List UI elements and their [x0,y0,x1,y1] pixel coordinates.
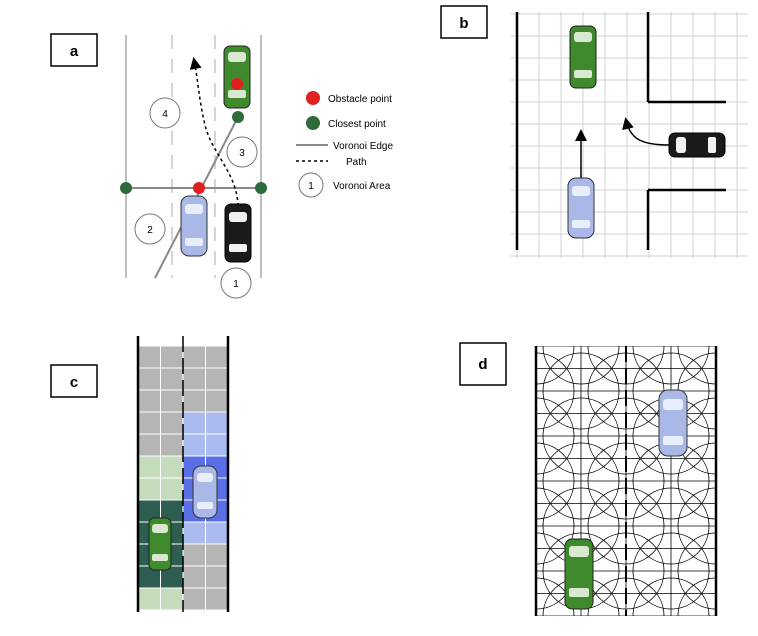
panel-d: d [459,342,718,616]
panel-c: c [50,336,230,612]
grid-cell [160,477,184,501]
panel-a-label-box [50,33,98,67]
panel-d-label: d [478,356,487,373]
grid-cell [205,389,229,413]
panel-d-label-box [459,342,507,386]
car-blue [658,389,688,457]
panel-a-label: a [70,43,79,60]
panel-b: b [440,5,748,258]
coverage-circle [632,532,710,610]
grid-cell [160,367,184,391]
obstacle-point [231,78,243,90]
legend-area-symbol-text: 1 [308,181,314,192]
grid-cell [205,367,229,391]
car-blue [192,465,218,519]
grid-cell [137,411,161,435]
voronoi-area-marker [226,136,258,168]
coverage-circle [536,442,575,520]
grid-cell [205,433,229,457]
area-number: 3 [239,148,245,159]
area-number: 1 [233,279,239,290]
grid-cell [137,389,161,413]
grid-cell [137,587,161,611]
legend-area-circle [298,172,324,198]
coverage-circle [632,346,710,385]
grid-cell [182,411,206,435]
area-number: 2 [147,225,153,236]
grid-cell [160,433,184,457]
car-black [224,203,252,263]
grid-cell [137,455,161,479]
grid-cell [205,543,229,567]
grid-cell [182,367,206,391]
grid-cell [160,345,184,369]
coverage-circle [542,442,620,520]
grid-cell [182,433,206,457]
grid-cell [160,389,184,413]
grid-cell [182,345,206,369]
coverage-circle [542,352,620,430]
legend-label: Voronoi Area [333,181,391,192]
arrow-turn [622,117,670,146]
grid-cell [160,455,184,479]
panel-c-label: c [70,374,78,391]
voronoi-area-marker [149,97,181,129]
car-black [668,132,726,158]
legend-closest-dot [306,116,320,130]
coverage-circle [536,397,575,475]
grid-cell [137,477,161,501]
closest-point [120,182,132,194]
panel-b-label: b [459,15,468,32]
grid-cell [137,433,161,457]
coverage-circle [536,352,575,430]
grid-cell [205,521,229,545]
grid-cell [137,345,161,369]
grid-cell [205,411,229,435]
car-blue [567,177,595,239]
car-blue [180,195,208,257]
legend-label: Voronoi Edge [333,141,393,152]
car-green [148,517,172,571]
grid-cell [182,521,206,545]
coverage-circle [632,577,710,616]
grid-cell [137,367,161,391]
grid-cell [205,587,229,611]
car-green [564,538,594,610]
grid-cell [205,565,229,589]
legend-label: Path [346,157,367,168]
car-green [223,45,251,109]
legend-label: Closest point [328,119,386,130]
voronoi-area-marker [134,213,166,245]
coverage-circle [677,532,716,610]
obstacle-point [193,182,205,194]
panel-c-label-box [50,364,98,398]
grid-cell [160,587,184,611]
coverage-circle [677,442,716,520]
voronoi-area-marker [220,267,252,299]
legend-obstacle-dot [306,91,320,105]
coverage-circle [542,346,620,385]
legend-label: Obstacle point [328,94,392,105]
coverage-circle [536,487,575,565]
closest-point [255,182,267,194]
coverage-circle [632,487,710,565]
grid-cell [182,587,206,611]
grid-cell [182,565,206,589]
panel-b-label-box [440,5,488,39]
coverage-circle [677,487,716,565]
grid-cell [182,389,206,413]
coverage-circle [542,397,620,475]
closest-point [232,111,244,123]
grid-cell [160,411,184,435]
car-green [569,25,597,89]
path-line [189,57,239,213]
legend: Obstacle point Closest point Voronoi Edg… [296,91,393,198]
grid-cell [182,543,206,567]
grid-cell [205,345,229,369]
area-number: 4 [162,109,168,120]
panel-a: a [50,33,393,299]
